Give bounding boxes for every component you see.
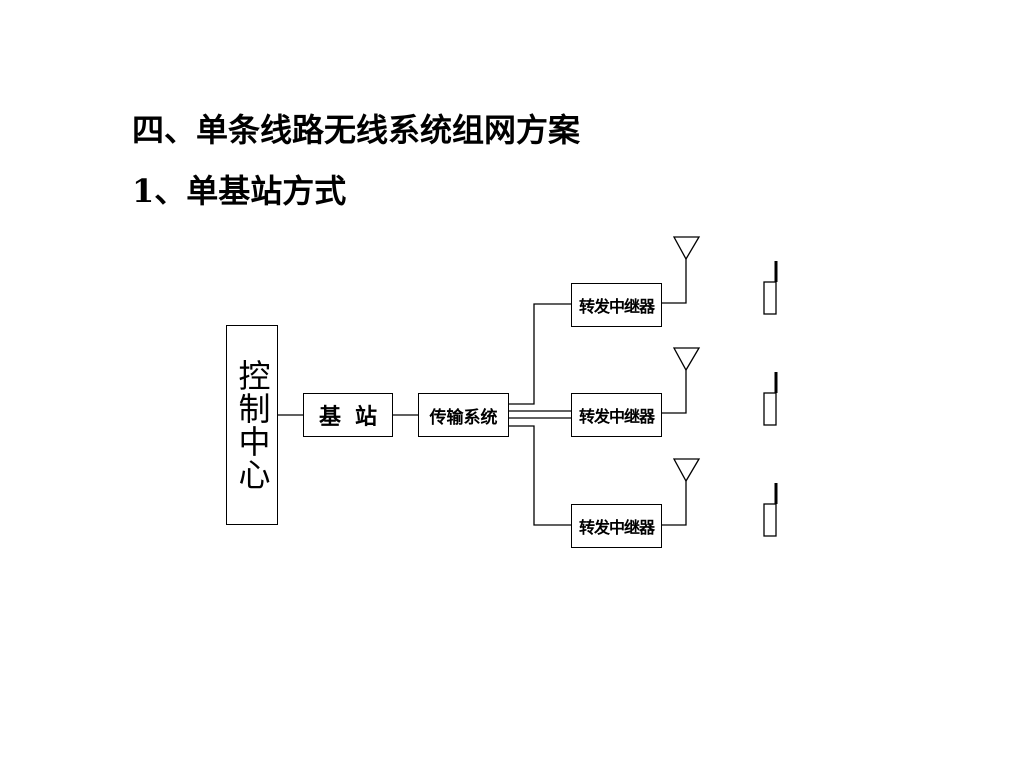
slide-subtitle: 1、单基站方式 bbox=[132, 172, 347, 210]
handset-icon-2 bbox=[763, 372, 778, 426]
control-center-box: 控制中心 bbox=[226, 325, 278, 525]
base-station-box: 基站 bbox=[303, 393, 393, 437]
handset-icon-1 bbox=[763, 261, 778, 315]
antenna-feed-2 bbox=[662, 370, 687, 414]
relay-box-2: 转发中继器 bbox=[571, 393, 662, 437]
transmission-system-box: 传输系统 bbox=[418, 393, 509, 437]
relay-box-3: 转发中继器 bbox=[571, 504, 662, 548]
antenna-feed-1 bbox=[662, 259, 687, 304]
relay-box-1: 转发中继器 bbox=[571, 283, 662, 327]
handset-icon-3 bbox=[763, 483, 778, 537]
antenna-icon-1 bbox=[672, 236, 701, 261]
slide-title: 四、单条线路无线系统组网方案 bbox=[132, 111, 581, 149]
antenna-icon-2 bbox=[672, 347, 701, 372]
connector-transmission-relay-3 bbox=[509, 425, 571, 526]
connector-transmission-relay-1 bbox=[509, 303, 571, 405]
antenna-feed-3 bbox=[662, 481, 687, 526]
antenna-icon-3 bbox=[672, 458, 701, 483]
